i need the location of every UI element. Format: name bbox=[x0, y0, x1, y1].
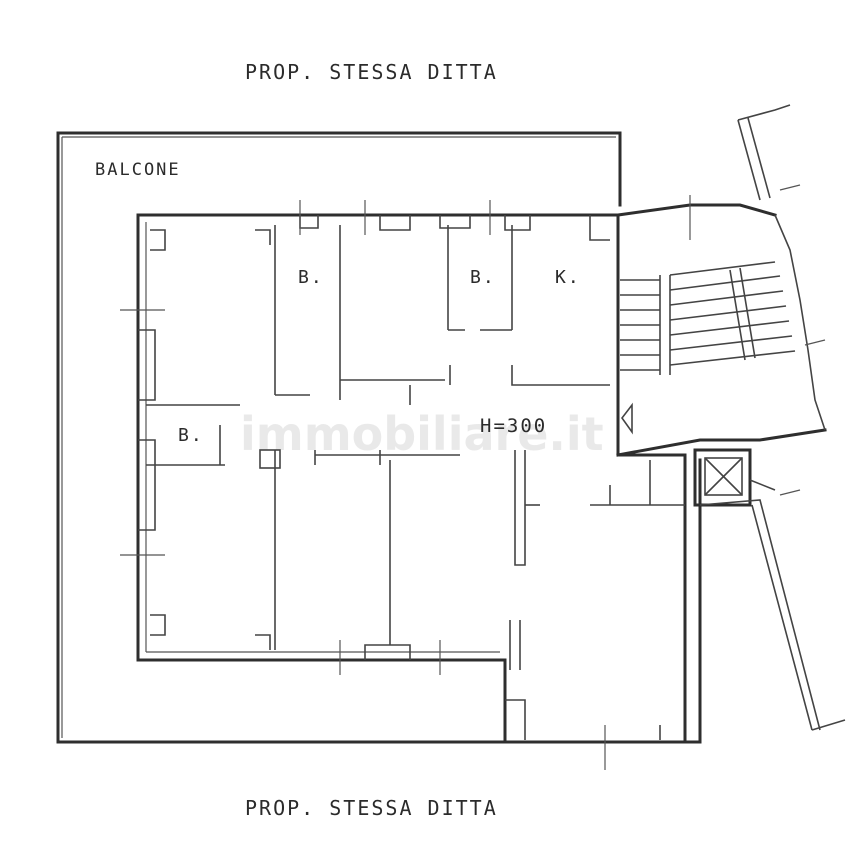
interior-walls bbox=[146, 225, 685, 670]
bath-3-label: B. bbox=[178, 425, 204, 446]
elevator-shaft bbox=[693, 448, 846, 731]
top-neighbor-label: PROP. STESSA DITTA bbox=[245, 60, 498, 84]
exterior-walls bbox=[120, 200, 687, 770]
balcony-outline bbox=[56, 131, 702, 744]
ceiling-height-label: H=300 bbox=[480, 415, 547, 437]
bath-1-label: B. bbox=[298, 267, 324, 288]
kitchen-label: K. bbox=[555, 267, 581, 288]
staircase bbox=[616, 104, 827, 457]
balcony-label: BALCONE bbox=[95, 160, 181, 180]
bath-2-label: B. bbox=[470, 267, 496, 288]
bottom-neighbor-label: PROP. STESSA DITTA bbox=[245, 796, 498, 820]
watermark: immobiliare.it bbox=[240, 407, 604, 461]
